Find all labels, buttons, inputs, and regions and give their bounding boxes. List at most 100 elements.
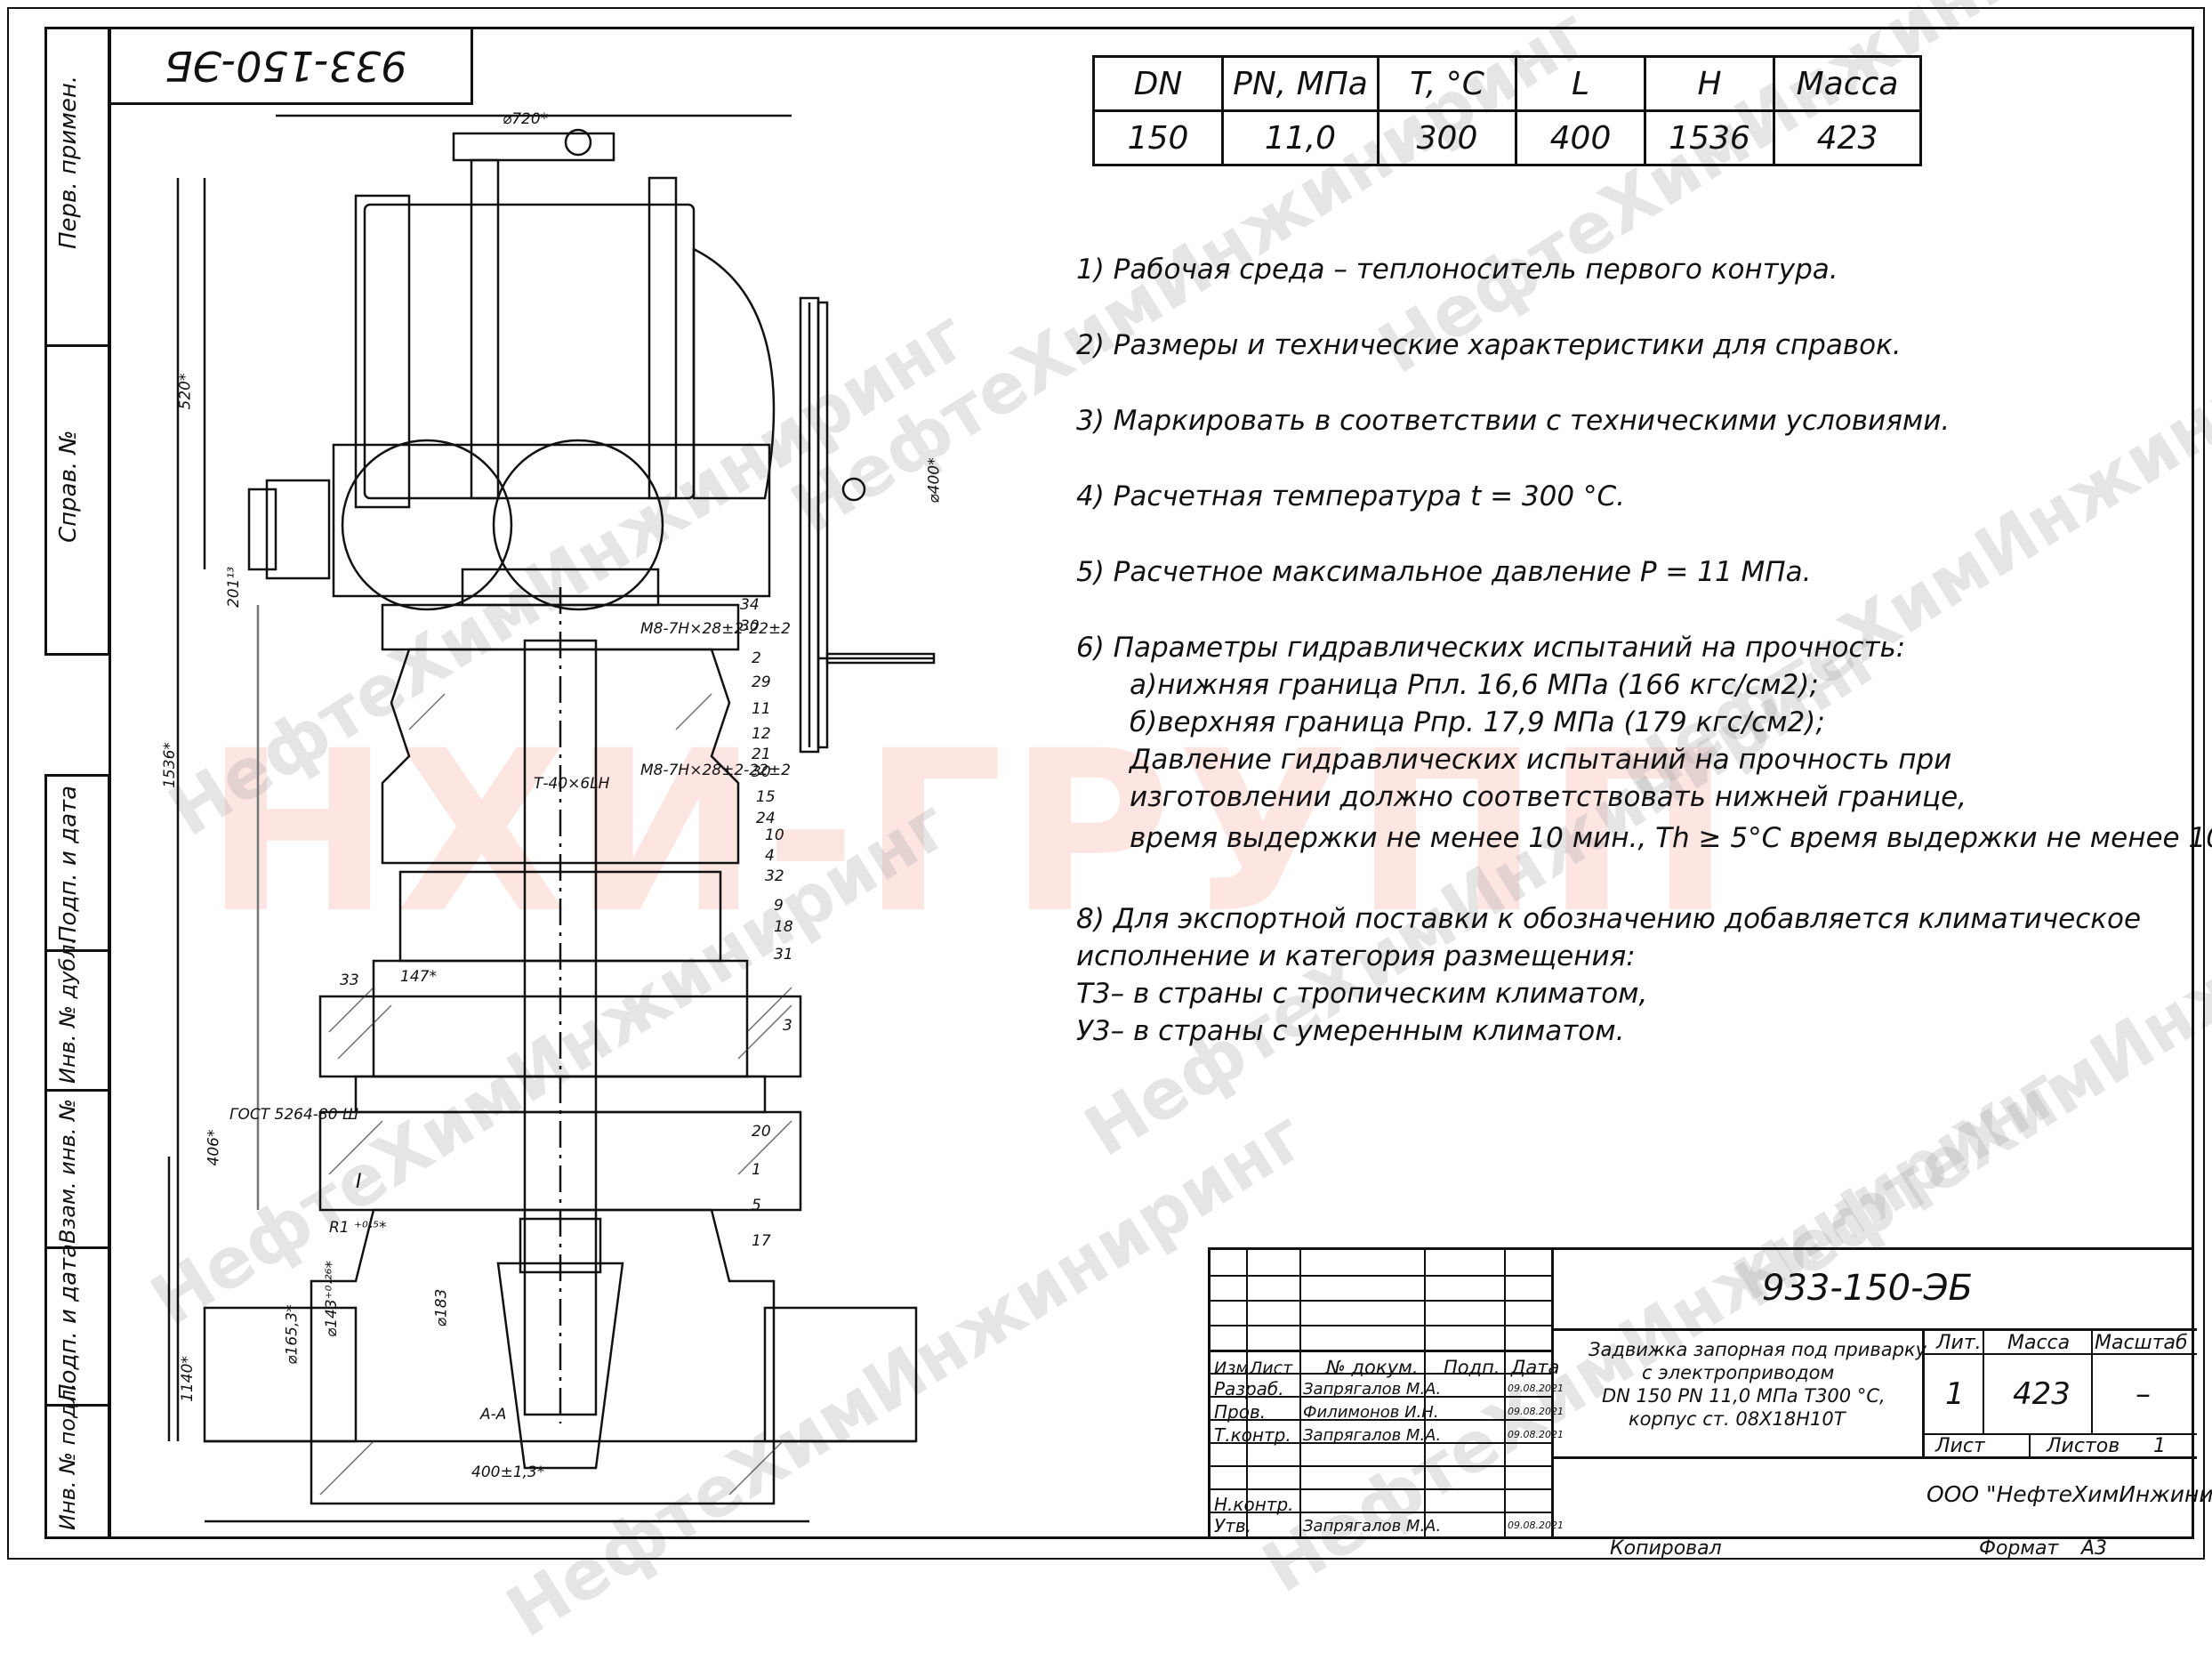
dim-label: I — [356, 1171, 362, 1193]
note-line: 2) Размеры и технические характеристики … — [1076, 329, 1902, 361]
dim-label: Т-40×6LН — [534, 775, 610, 793]
tb-person: Запрягалов М.А. — [1303, 1517, 1442, 1536]
side-label: Подп. и дата — [55, 785, 82, 943]
note-line: 4) Расчетная температура t = 300 °С. — [1076, 480, 1625, 512]
callout-number: 5 — [752, 1197, 761, 1214]
tb-name-line: корпус ст. 08Х18Н10Т — [1629, 1408, 1846, 1430]
tb-role: Н.контр. — [1214, 1494, 1294, 1515]
spec-header: L — [1515, 55, 1646, 112]
tb-date: 09.08.2021 — [1508, 1429, 1564, 1440]
tb-person: Запрягалов М.А. — [1303, 1380, 1442, 1399]
spec-value: 1536 — [1644, 109, 1775, 166]
dim-label: ГОСТ 5264-80 Ш — [229, 1106, 359, 1124]
watermark-big: НХИ-ГРУПП — [205, 703, 1737, 962]
note-line: 8) Для экспортной поставки к обозначению… — [1076, 903, 2142, 935]
tb-role: Т.контр. — [1214, 1424, 1291, 1446]
callout-number: 29 — [752, 673, 771, 691]
tb-name-line: с электроприводом — [1642, 1362, 1835, 1383]
note-line: 5) Расчетное максимальное давление Р = 1… — [1076, 556, 1812, 588]
spec-table: DN PN, МПа T, °C L H Масса 150 11,0 300 … — [1092, 55, 1922, 166]
tb-role: Утв. — [1214, 1515, 1251, 1536]
tb-date: 09.08.2021 — [1508, 1520, 1564, 1531]
callout-number: 9 — [774, 897, 784, 915]
tb-name-line: DN 150 PN 11,0 МПа Т300 °С, — [1602, 1385, 1886, 1407]
callout-number: 31 — [774, 946, 793, 964]
tb-header: № докум. — [1326, 1357, 1419, 1378]
note-line: 3) Маркировать в соответствии с техничес… — [1076, 405, 1951, 437]
spec-value: 400 — [1515, 109, 1646, 166]
tb-lit-label: Лит. — [1936, 1332, 1982, 1354]
side-label: Справ. № — [55, 430, 82, 543]
spec-value: 150 — [1092, 109, 1224, 166]
callout-number: 11 — [752, 700, 771, 718]
tb-header: Лист — [1250, 1359, 1293, 1378]
callout-number: 4 — [765, 847, 775, 865]
spec-header: PN, МПа — [1221, 55, 1379, 112]
dim-label: А-А — [480, 1406, 507, 1423]
dim-label: 400±1,3* — [471, 1464, 545, 1481]
note-line: б)верхняя граница Рпр. 17,9 МПа (179 кгс… — [1130, 706, 1825, 738]
callout-number: 3 — [783, 1017, 792, 1035]
spec-value: 300 — [1377, 109, 1517, 166]
note-line: 1) Рабочая среда – теплоноситель первого… — [1076, 254, 1838, 286]
callout-number: 10 — [765, 826, 784, 844]
callout-number: 34 — [740, 596, 760, 614]
tb-role: Пров. — [1214, 1401, 1267, 1423]
tb-scale-label: Масштаб — [2095, 1332, 2188, 1354]
side-label: Перв. примен. — [55, 75, 82, 249]
title-block: 933-150-ЭБ Задвижка запорная под приварк… — [1208, 1247, 2212, 1539]
callout-number: 30 — [752, 763, 771, 781]
dim-label: 520* — [176, 373, 195, 410]
spec-value: 423 — [1773, 109, 1922, 166]
callout-number: 2 — [752, 649, 761, 667]
side-label: Инв. № дубл. — [55, 937, 80, 1084]
spec-header: DN — [1092, 55, 1224, 112]
drawing-code-rotated: 933-150-ЭБ — [165, 42, 407, 90]
callout-number: 18 — [774, 918, 793, 936]
dim-label: ⌀400* — [925, 457, 944, 504]
copied-label: Копировал — [1610, 1537, 1722, 1560]
dim-label: ⌀143⁺⁰·²⁶* — [323, 1260, 342, 1338]
table-row: 150 11,0 300 400 1536 423 — [1092, 109, 1922, 166]
spec-header: T, °C — [1377, 55, 1517, 112]
note-line: 6) Параметры гидравлических испытаний на… — [1076, 632, 1906, 664]
spec-value: 11,0 — [1221, 109, 1379, 166]
note-line: а)нижняя граница Рпл. 16,6 МПа (166 кгс/… — [1130, 669, 1819, 701]
dim-label: М8-7Н×28±2-22±2 — [640, 620, 791, 638]
format-label: Формат — [1979, 1537, 2059, 1560]
tb-code: 933-150-ЭБ — [1762, 1268, 1973, 1309]
note-line: Т3– в страны с тропическим климатом, — [1076, 978, 1648, 1010]
note-line: исполнение и категория размещения: — [1076, 940, 1636, 972]
tb-mass-value: 423 — [2013, 1376, 2071, 1412]
callout-number: 12 — [752, 725, 771, 743]
tb-mass-label: Масса — [2007, 1332, 2071, 1354]
tb-header: Изм — [1214, 1359, 1249, 1378]
callout-number: 21 — [752, 746, 771, 763]
dim-label: ⌀183 — [432, 1288, 451, 1327]
dim-label: 1536* — [160, 742, 179, 788]
dim-label: 1140* — [178, 1356, 197, 1402]
dim-label: ⌀720* — [503, 110, 549, 128]
note-line: время выдержки не менее 10 мин., Th ≥ 5°… — [1130, 822, 2212, 854]
tb-role: Разраб. — [1214, 1378, 1284, 1399]
format-value: А3 — [2081, 1537, 2108, 1560]
tb-date: 09.08.2021 — [1508, 1383, 1564, 1394]
note-line: У3– в страны с умеренным климатом. — [1076, 1015, 1625, 1047]
tb-date: 09.08.2021 — [1508, 1406, 1564, 1417]
dim-label: М8-7Н×28±2-22±2 — [640, 762, 791, 779]
callout-number: 20 — [752, 1123, 771, 1141]
tb-header: Подп. — [1444, 1357, 1500, 1378]
tb-name-line: Задвижка запорная под приварку — [1589, 1339, 1927, 1360]
outer-frame — [7, 7, 2205, 1560]
tb-scale-value: – — [2136, 1376, 2151, 1412]
side-label: Подп. и дата — [55, 1243, 82, 1401]
callout-number: 24 — [756, 810, 776, 827]
dim-label: 147* — [400, 968, 437, 986]
drawing-code-box: 933-150-ЭБ — [109, 27, 473, 105]
callout-number: 33 — [340, 972, 359, 989]
tb-header: Дата — [1511, 1357, 1560, 1378]
table-row: DN PN, МПа T, °C L H Масса — [1092, 55, 1922, 112]
spec-header: H — [1644, 55, 1775, 112]
callout-number: 17 — [752, 1232, 771, 1250]
dim-label: R1 ⁺⁰·⁵* — [329, 1219, 387, 1237]
